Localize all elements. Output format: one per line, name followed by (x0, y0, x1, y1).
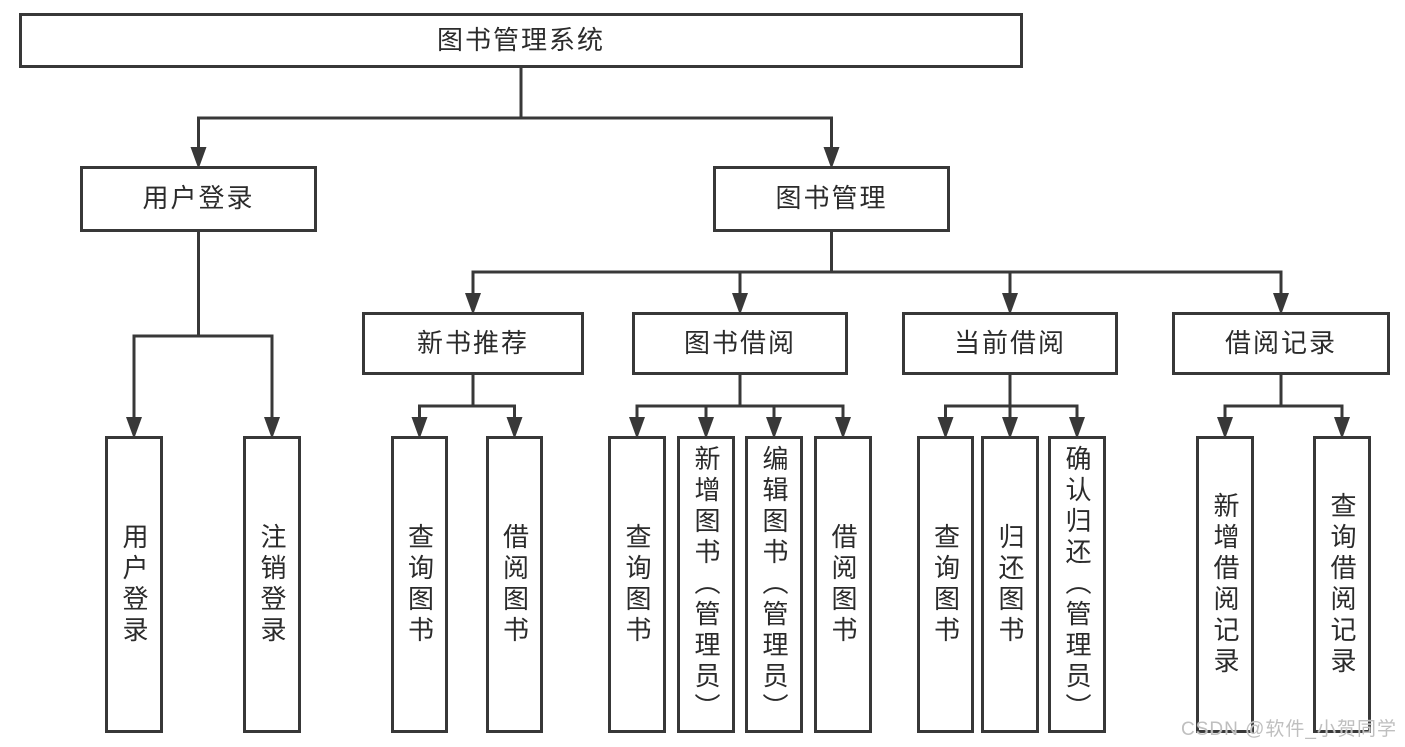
node-label: 图书管理系统 (436, 24, 605, 55)
arrowhead-icon (1273, 293, 1289, 315)
node-label: 新增借阅记录 (1210, 491, 1240, 678)
node-label: 新书推荐 (416, 327, 529, 358)
node-mgmt: 图书管理 (713, 166, 950, 232)
node-cb-confirm: 确认归还（管理员） (1048, 436, 1106, 733)
node-login: 用户登录 (80, 166, 317, 232)
node-label: 新增图书（管理员） (691, 445, 721, 724)
node-bb-add: 新增图书（管理员） (677, 436, 735, 733)
watermark: CSDN @软件_小贺同学 (1181, 719, 1397, 740)
arrowhead-icon (698, 417, 714, 439)
node-root: 图书管理系统 (19, 13, 1023, 68)
node-label: 用户登录 (119, 522, 149, 647)
arrowhead-icon (506, 417, 523, 439)
node-new-books: 新书推荐 (362, 312, 584, 375)
arrowhead-icon (766, 417, 782, 439)
node-cb-query: 查询图书 (917, 436, 974, 733)
node-login-logout: 注销登录 (243, 436, 301, 733)
arrowhead-icon (732, 293, 748, 315)
arrowhead-icon (629, 417, 645, 439)
node-bb-edit: 编辑图书（管理员） (745, 436, 803, 733)
arrowhead-icon (1069, 417, 1085, 439)
node-book-borrow: 图书借阅 (632, 312, 848, 375)
node-login-user: 用户登录 (105, 436, 163, 733)
arrowhead-icon (823, 147, 840, 169)
arrowhead-icon (126, 417, 142, 439)
node-label: 查询借阅记录 (1327, 491, 1357, 678)
arrowhead-icon (937, 417, 954, 439)
node-label: 编辑图书（管理员） (759, 445, 789, 724)
arrowhead-icon (1002, 417, 1018, 439)
node-bb-borrow: 借阅图书 (814, 436, 872, 733)
arrowhead-icon (465, 293, 481, 315)
node-label: 图书借阅 (683, 327, 796, 358)
node-current-borrow: 当前借阅 (902, 312, 1118, 375)
arrowhead-icon (1334, 417, 1350, 439)
node-label: 借阅记录 (1224, 327, 1337, 358)
arrowhead-icon (411, 417, 428, 439)
node-bb-query: 查询图书 (608, 436, 666, 733)
arrowhead-icon (1002, 293, 1018, 315)
node-label: 归还图书 (995, 522, 1025, 647)
node-label: 图书管理 (775, 183, 888, 214)
node-label: 查询图书 (622, 522, 652, 647)
node-br-query: 查询借阅记录 (1313, 436, 1371, 733)
arrowhead-icon (1217, 417, 1233, 439)
node-label: 查询图书 (930, 522, 961, 647)
node-label: 当前借阅 (953, 327, 1066, 358)
node-label: 查询图书 (404, 522, 435, 647)
node-new-query: 查询图书 (391, 436, 448, 733)
arrowhead-icon (264, 417, 280, 439)
arrowhead-icon (190, 147, 207, 169)
node-new-borrow: 借阅图书 (486, 436, 543, 733)
arrowhead-icon (835, 417, 851, 439)
node-cb-return: 归还图书 (981, 436, 1039, 733)
node-label: 借阅图书 (828, 522, 858, 647)
node-borrow-records: 借阅记录 (1172, 312, 1390, 375)
node-label: 注销登录 (257, 522, 287, 647)
node-label: 借阅图书 (499, 522, 530, 647)
node-label: 用户登录 (142, 183, 255, 214)
node-label: 确认归还（管理员） (1062, 445, 1092, 724)
node-br-add: 新增借阅记录 (1196, 436, 1254, 733)
